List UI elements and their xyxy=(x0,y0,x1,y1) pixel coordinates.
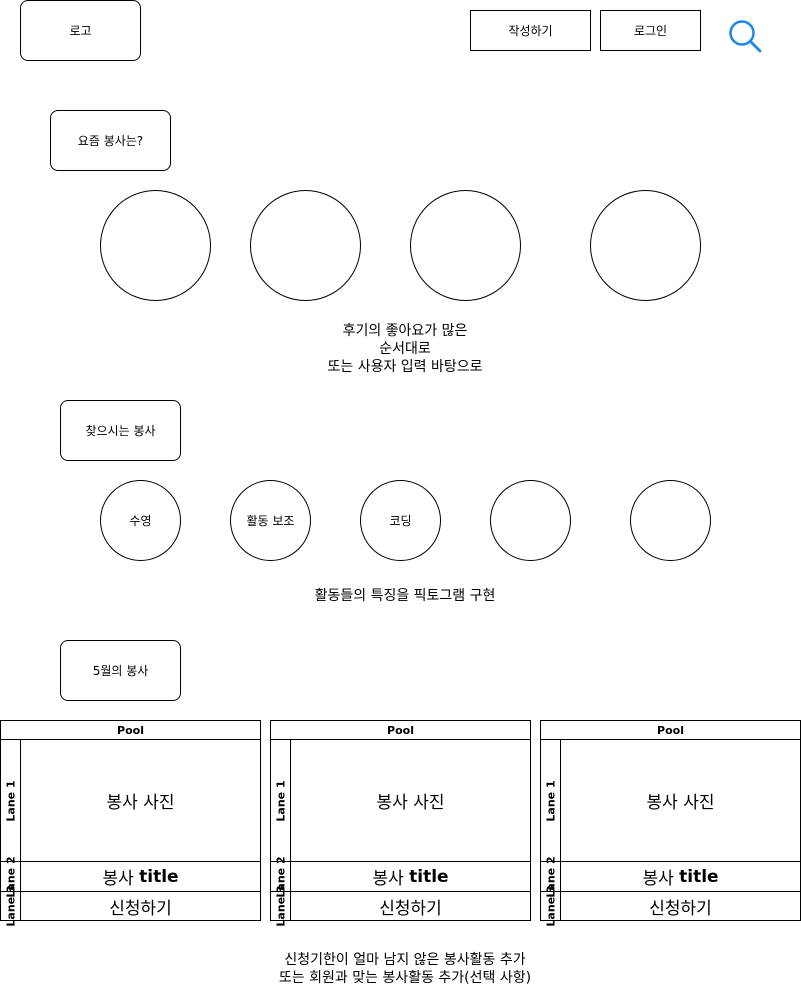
recent-item-2[interactable] xyxy=(250,190,361,301)
login-button-label: 로그인 xyxy=(633,24,668,38)
login-button[interactable]: 로그인 xyxy=(600,10,701,51)
lane-label: Lane 3 xyxy=(4,885,17,927)
volunteer-title: 봉사 title xyxy=(642,866,719,890)
lane-label: Lane 3 xyxy=(544,885,557,927)
apply-button[interactable]: 신청하기 xyxy=(649,898,712,919)
apply-button[interactable]: 신청하기 xyxy=(379,898,442,919)
lane-photo: Lane 1 봉사 사진 xyxy=(1,740,260,861)
volunteer-photo[interactable]: 봉사 사진 xyxy=(376,793,445,813)
lane-title: Lane 2 봉사 title xyxy=(1,856,260,897)
search-icon[interactable] xyxy=(728,19,762,53)
write-button[interactable]: 작성하기 xyxy=(470,10,591,51)
write-button-label: 작성하기 xyxy=(508,24,553,38)
category-coding[interactable]: 코딩 xyxy=(360,480,441,561)
recent-item-3[interactable] xyxy=(410,190,521,301)
find-note-line: 활동들의 특징을 픽토그램 구현 xyxy=(314,588,496,604)
recent-note: 후기의 좋아요가 많은 순서대로 또는 사용자 입력 바탕으로 xyxy=(250,322,560,376)
logo-label: 로고 xyxy=(69,24,92,38)
logo[interactable]: 로고 xyxy=(20,0,141,61)
lane-photo: Lane 1 봉사 사진 xyxy=(271,740,530,861)
pool-header: Pool xyxy=(271,721,530,740)
month-note-line-1: 신청기한이 얼마 남지 않은 봉사활동 추가 xyxy=(284,952,526,968)
category-empty-1[interactable] xyxy=(490,480,571,561)
volunteer-title: 봉사 title xyxy=(102,866,179,890)
recent-item-4[interactable] xyxy=(590,190,701,301)
find-section-title-label: 찾으시는 봉사 xyxy=(85,424,156,438)
lane-title: Lane 2 봉사 title xyxy=(271,856,530,897)
category-swimming[interactable]: 수영 xyxy=(100,480,181,561)
lane-label: Lane 1 xyxy=(274,779,287,822)
lane-apply: Lane 3 신청하기 xyxy=(271,885,530,927)
recent-note-line-3: 또는 사용자 입력 바탕으로 xyxy=(327,359,483,375)
apply-button[interactable]: 신청하기 xyxy=(109,898,172,919)
recent-note-line-1: 후기의 좋아요가 많은 xyxy=(342,323,468,339)
month-note-line-2: 또는 회원과 맞는 봉사활동 추가(선택 사항) xyxy=(278,970,532,986)
category-label: 수영 xyxy=(129,514,152,528)
find-section-title: 찾으시는 봉사 xyxy=(60,400,181,461)
pool-header: Pool xyxy=(541,721,800,740)
volunteer-photo[interactable]: 봉사 사진 xyxy=(106,793,175,813)
pool-header: Pool xyxy=(1,721,260,740)
recent-note-line-2: 순서대로 xyxy=(379,341,431,357)
lane-apply: Lane 3 신청하기 xyxy=(541,885,800,927)
lane-photo: Lane 1 봉사 사진 xyxy=(541,740,800,861)
lane-label: Lane 1 xyxy=(544,779,557,822)
volunteer-title: 봉사 title xyxy=(372,866,449,890)
category-label: 활동 보조 xyxy=(246,514,295,528)
volunteer-card-3[interactable]: Pool Lane 1 봉사 사진 Lane 2 봉사 title Lane 3… xyxy=(540,720,801,927)
lane-label: Lane 1 xyxy=(4,779,17,822)
lane-label: Lane 3 xyxy=(274,885,287,927)
category-label: 코딩 xyxy=(389,514,412,528)
volunteer-card-1[interactable]: Pool Lane 1 봉사 사진 Lane 2 봉사 title Lane 3… xyxy=(0,720,261,927)
lane-title: Lane 2 봉사 title xyxy=(541,856,800,897)
recent-section-title: 요즘 봉사는? xyxy=(50,110,171,171)
category-empty-2[interactable] xyxy=(630,480,711,561)
volunteer-card-2[interactable]: Pool Lane 1 봉사 사진 Lane 2 봉사 title Lane 3… xyxy=(270,720,531,927)
find-note: 활동들의 특징을 픽토그램 구현 xyxy=(250,587,560,605)
month-note: 신청기한이 얼마 남지 않은 봉사활동 추가 또는 회원과 맞는 봉사활동 추가… xyxy=(200,951,610,987)
volunteer-photo[interactable]: 봉사 사진 xyxy=(646,793,715,813)
month-section-title: 5월의 봉사 xyxy=(60,640,181,701)
recent-section-title-label: 요즘 봉사는? xyxy=(77,134,144,148)
lane-apply: Lane 3 신청하기 xyxy=(1,885,260,927)
month-section-title-label: 5월의 봉사 xyxy=(92,664,149,678)
category-activity-support[interactable]: 활동 보조 xyxy=(230,480,311,561)
recent-item-1[interactable] xyxy=(100,190,211,301)
